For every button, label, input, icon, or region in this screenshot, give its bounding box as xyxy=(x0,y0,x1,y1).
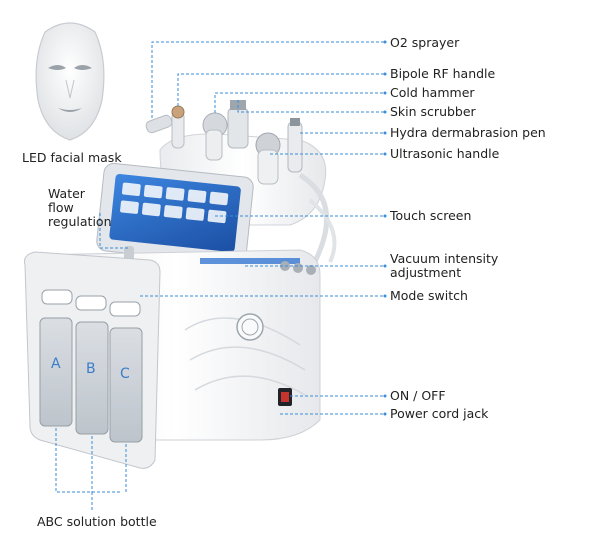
touch-screen xyxy=(96,162,254,266)
hydra-pen-handle xyxy=(287,118,303,173)
label-touch-screen: Touch screen xyxy=(390,208,472,223)
label-skin-scrubber: Skin scrubber xyxy=(390,104,476,119)
label-on-off: ON / OFF xyxy=(390,388,446,403)
label-mode-switch: Mode switch xyxy=(390,288,468,303)
led-mask-icon xyxy=(35,22,105,141)
label-power-cord-jack: Power cord jack xyxy=(390,406,489,421)
bipole-rf-handle xyxy=(171,105,185,149)
o2-sprayer-handle xyxy=(145,114,173,134)
label-ultrasonic-handle: Ultrasonic handle xyxy=(390,146,500,161)
label-hydra-dermabrasion-pen: Hydra dermabrasion pen xyxy=(390,125,546,140)
leader-lines xyxy=(55,41,385,510)
label-cold-hammer: Cold hammer xyxy=(390,85,475,100)
label-o2-sprayer: O2 sprayer xyxy=(390,35,460,50)
label-led-facial-mask: LED facial mask xyxy=(22,150,122,165)
abc-solution-bottles: A B C xyxy=(24,251,161,469)
bottle-letter-c: C xyxy=(120,366,130,382)
bottle-letter-b: B xyxy=(86,361,96,377)
label-vacuum-intensity-adjustment: Vacuum intensity adjustment xyxy=(390,251,499,280)
label-bipole-rf-handle: Bipole RF handle xyxy=(390,66,496,81)
ultrasonic-handle xyxy=(255,132,281,185)
cold-hammer-handle xyxy=(202,112,228,161)
bottle-letter-a: A xyxy=(51,356,61,372)
label-water-flow-regulation: Water flow regulation xyxy=(48,186,112,229)
label-abc-solution-bottle: ABC solution bottle xyxy=(37,514,157,529)
